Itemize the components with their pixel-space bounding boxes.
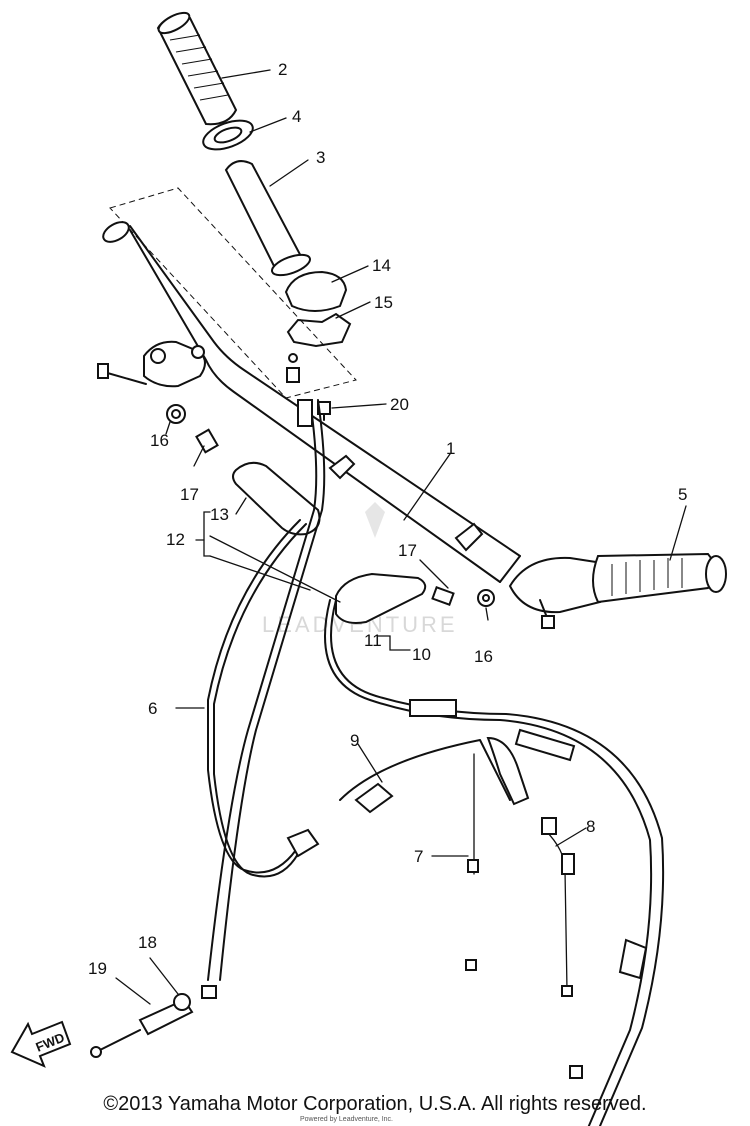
callout-labels: 2 4 3 14 15 20 1 5 13 12 16 17 17 16 11 … xyxy=(88,60,687,978)
callout-12: 12 xyxy=(166,530,185,549)
handlebar xyxy=(102,221,521,583)
callout-1: 1 xyxy=(446,439,455,458)
throttle-housing-lower xyxy=(286,312,352,348)
callout-9: 9 xyxy=(350,731,359,750)
fwd-arrow-icon: FWD xyxy=(10,1020,72,1068)
callout-11: 11 xyxy=(364,631,382,650)
callout-15: 15 xyxy=(374,293,393,312)
callout-16-left: 16 xyxy=(150,431,169,450)
callout-6: 6 xyxy=(148,699,157,718)
callout-17-left: 17 xyxy=(180,485,199,504)
callout-19: 19 xyxy=(88,959,107,978)
clutch-cable xyxy=(207,519,320,878)
throttle-tube xyxy=(224,160,311,277)
leader-lines xyxy=(115,69,687,1005)
callout-20: 20 xyxy=(390,395,409,414)
cable-adjuster xyxy=(90,993,194,1058)
brake-cable xyxy=(324,599,665,1126)
screw xyxy=(317,401,331,421)
callout-17-right: 17 xyxy=(398,541,417,560)
callout-7: 7 xyxy=(414,847,423,866)
throttle-housing-upper xyxy=(284,270,348,312)
callout-18: 18 xyxy=(138,933,157,952)
throttle-cable-junction xyxy=(339,736,575,997)
callout-8: 8 xyxy=(586,817,595,836)
callout-14: 14 xyxy=(372,256,391,275)
copyright-notice: ©2013 Yamaha Motor Corporation, U.S.A. A… xyxy=(103,1093,647,1115)
callout-5: 5 xyxy=(678,485,687,504)
callout-13: 13 xyxy=(210,505,229,524)
callout-3: 3 xyxy=(316,148,325,167)
overlay-credit: Powered by Leadventure, Inc. xyxy=(300,1116,394,1123)
callout-2: 2 xyxy=(278,60,287,79)
throttle-grip xyxy=(156,11,238,126)
left-lever-holder xyxy=(97,340,219,454)
brake-lever xyxy=(209,535,427,624)
callout-4: 4 xyxy=(292,107,301,126)
callout-16-right: 16 xyxy=(474,647,493,666)
left-grip xyxy=(508,552,727,629)
callout-10: 10 xyxy=(412,645,431,664)
